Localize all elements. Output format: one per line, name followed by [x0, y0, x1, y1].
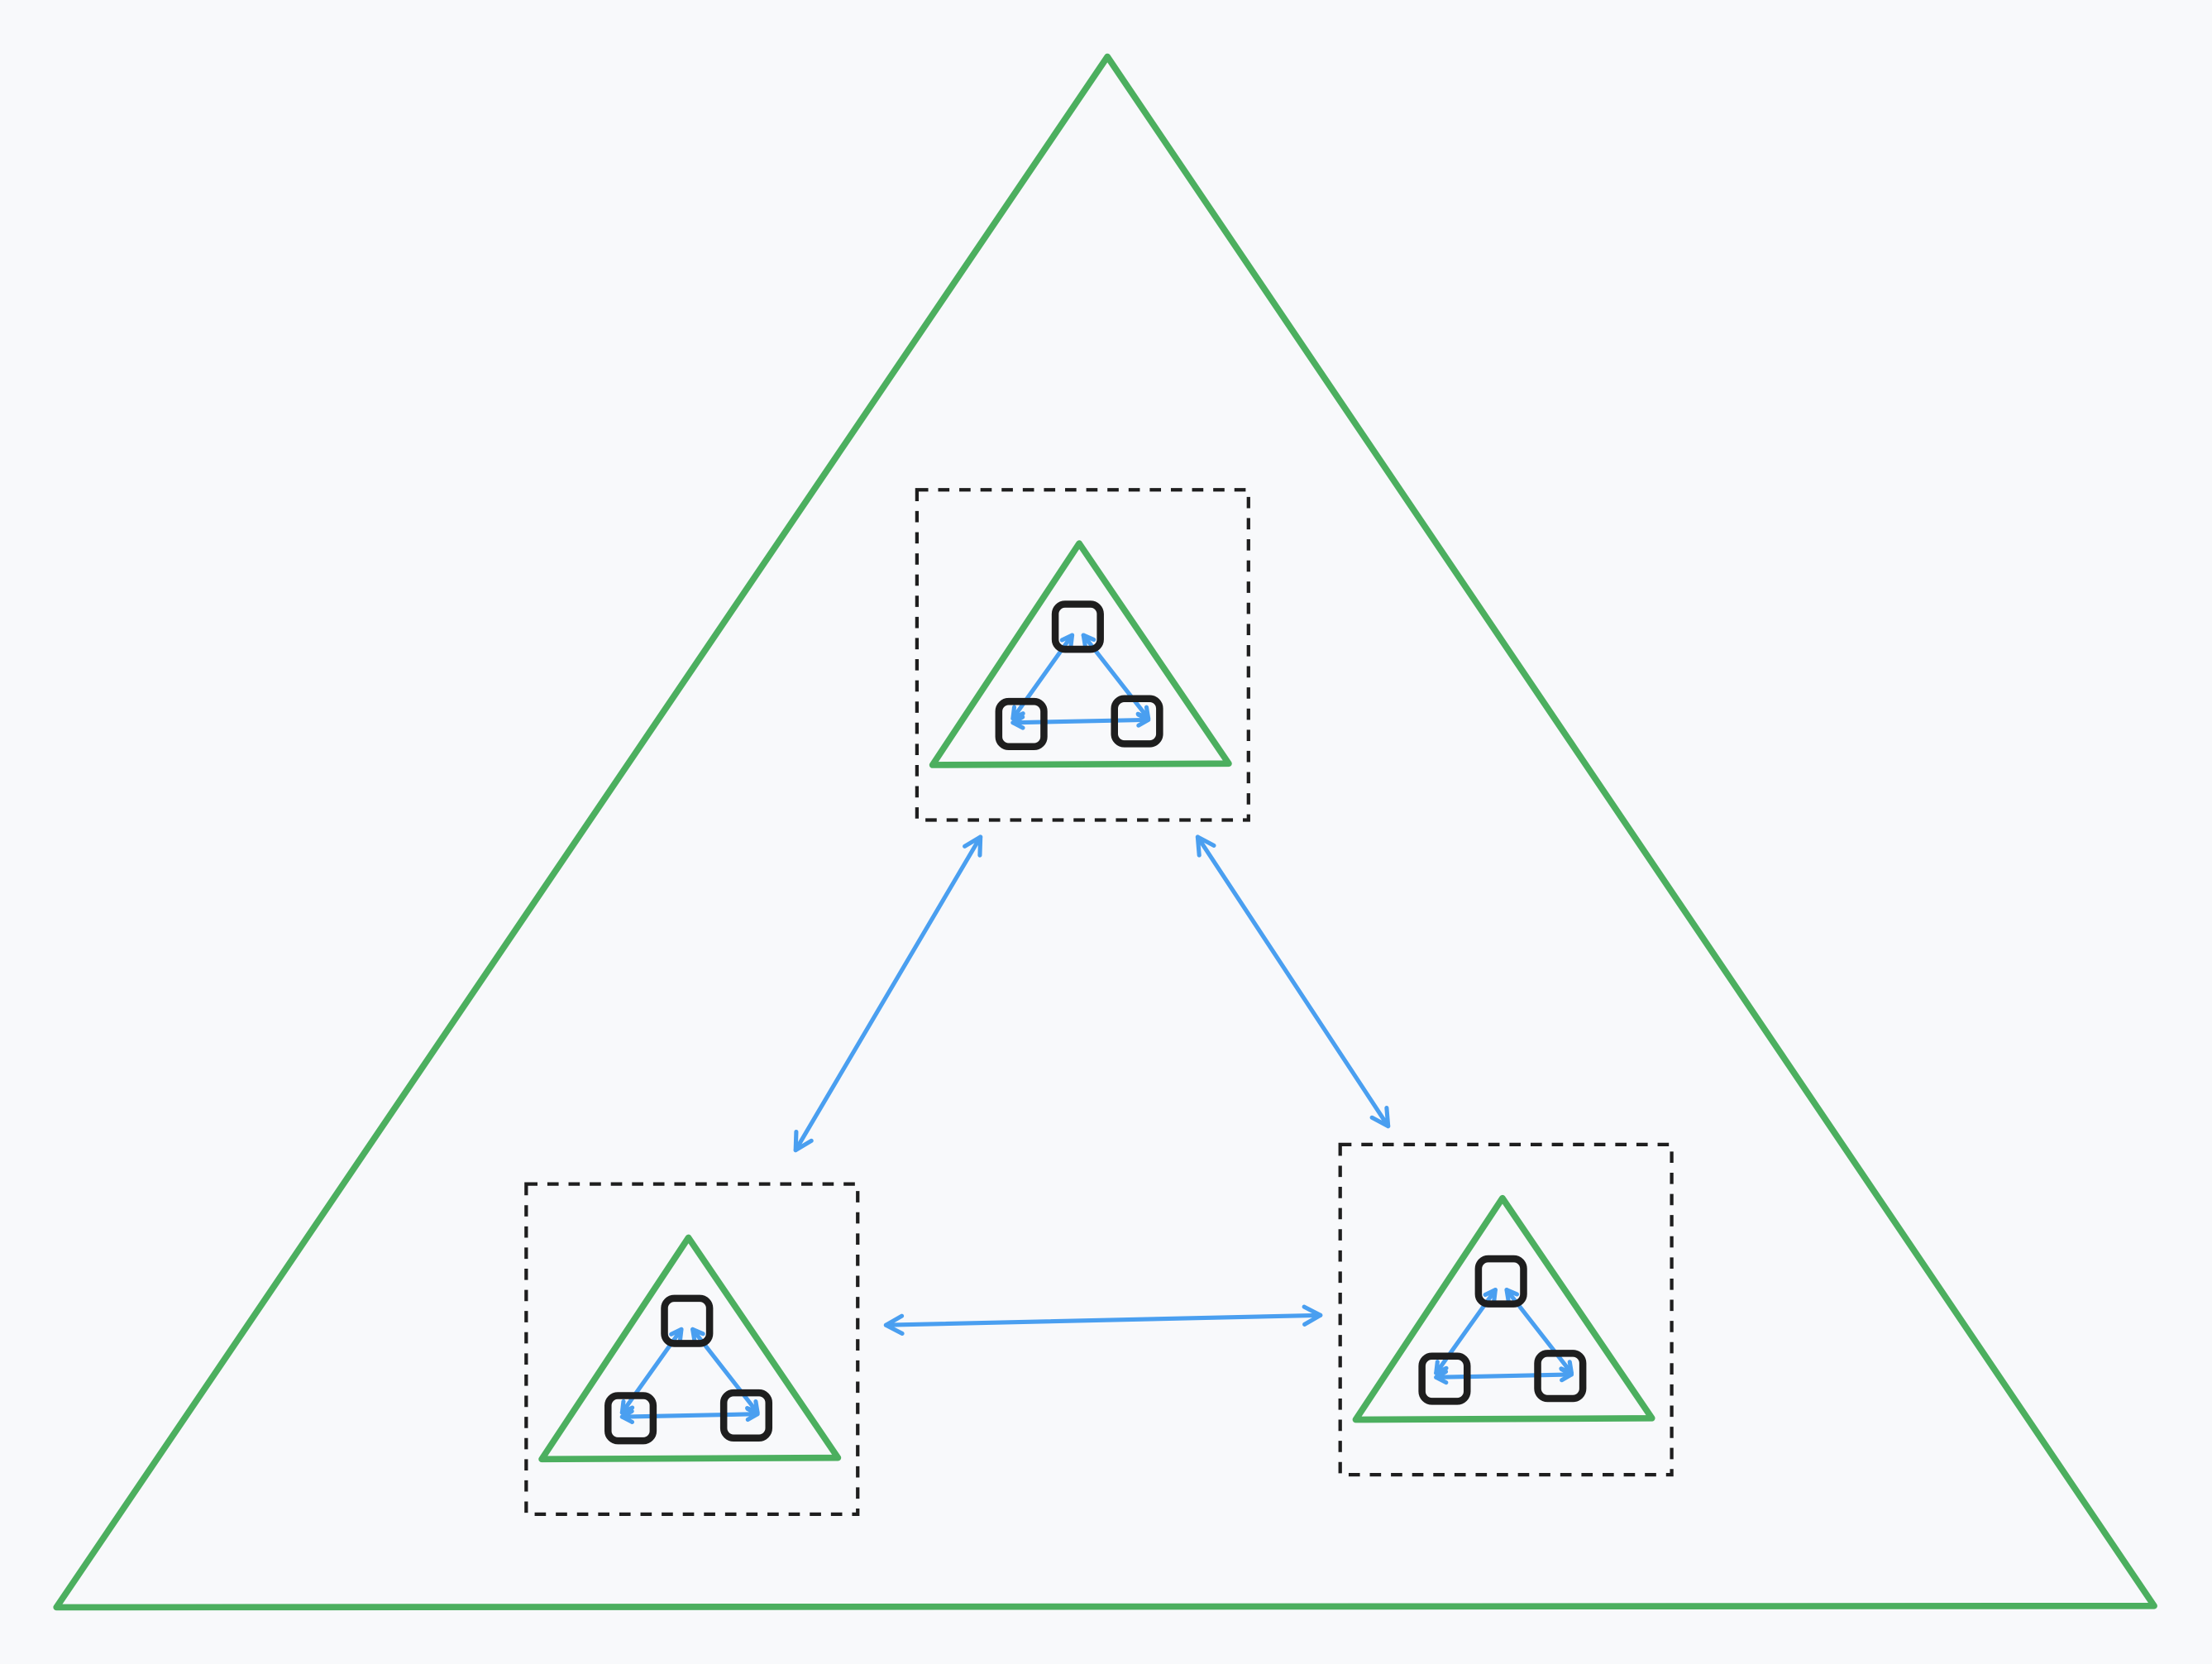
node-square [1051, 600, 1104, 653]
inner-triangle [929, 540, 1232, 768]
inner-triangle [538, 1234, 842, 1463]
arrowhead-icon [1010, 705, 1025, 721]
arrowhead-icon [1434, 1370, 1449, 1385]
node-square [1418, 1352, 1471, 1405]
arrowhead-icon [963, 834, 983, 858]
arrowhead-icon [1483, 1288, 1498, 1303]
arrowhead-icon [1059, 633, 1075, 649]
module-boundary [1338, 1142, 1674, 1477]
arrowhead-icon [1302, 1304, 1323, 1327]
arrowhead-icon [1136, 712, 1151, 728]
arrowhead-icon [1081, 633, 1096, 649]
arrowhead-icon [1195, 834, 1216, 858]
module-link-top-bottom-right [1195, 834, 1391, 1129]
node-square [995, 697, 1048, 751]
arrowhead-icon [1010, 715, 1025, 730]
arrow-line [1434, 1372, 1574, 1379]
arrowhead-icon [1559, 1367, 1574, 1383]
module-bottom-right [1338, 1142, 1674, 1477]
arrowhead-icon [1434, 1360, 1449, 1375]
arrowhead-icon [669, 1327, 684, 1343]
arrow-line [1010, 717, 1151, 725]
arrow-line [619, 1412, 760, 1419]
node-square [661, 1294, 714, 1347]
module-link-bottom-left-bottom-right [883, 1304, 1323, 1336]
outer-triangle [53, 53, 2157, 1611]
arrowhead-icon [745, 1406, 760, 1423]
arrow-line [883, 1313, 1323, 1327]
arrow-line [1195, 834, 1391, 1129]
arrowhead-icon [619, 1408, 635, 1424]
module-link-top-bottom-left [793, 834, 983, 1153]
arrowhead-icon [1369, 1106, 1391, 1129]
node-square [1534, 1350, 1587, 1403]
node-square [1111, 695, 1163, 748]
node-link [619, 1406, 760, 1424]
arrowhead-icon [793, 1129, 814, 1153]
node-square [719, 1389, 773, 1442]
arrowhead-icon [1504, 1288, 1520, 1303]
arrowhead-icon [690, 1327, 705, 1343]
node-square [604, 1392, 657, 1445]
module-boundary [915, 488, 1250, 822]
node-link [1434, 1367, 1574, 1385]
arrowhead-icon [883, 1313, 905, 1336]
arrowhead-icon [619, 1399, 635, 1415]
module-top [915, 488, 1250, 822]
module-boundary [524, 1182, 860, 1516]
node-square [1474, 1255, 1527, 1308]
module-bottom-left [524, 1182, 860, 1516]
inner-triangle [1352, 1194, 1655, 1423]
arrow-line [793, 834, 983, 1153]
node-link [1010, 712, 1151, 730]
